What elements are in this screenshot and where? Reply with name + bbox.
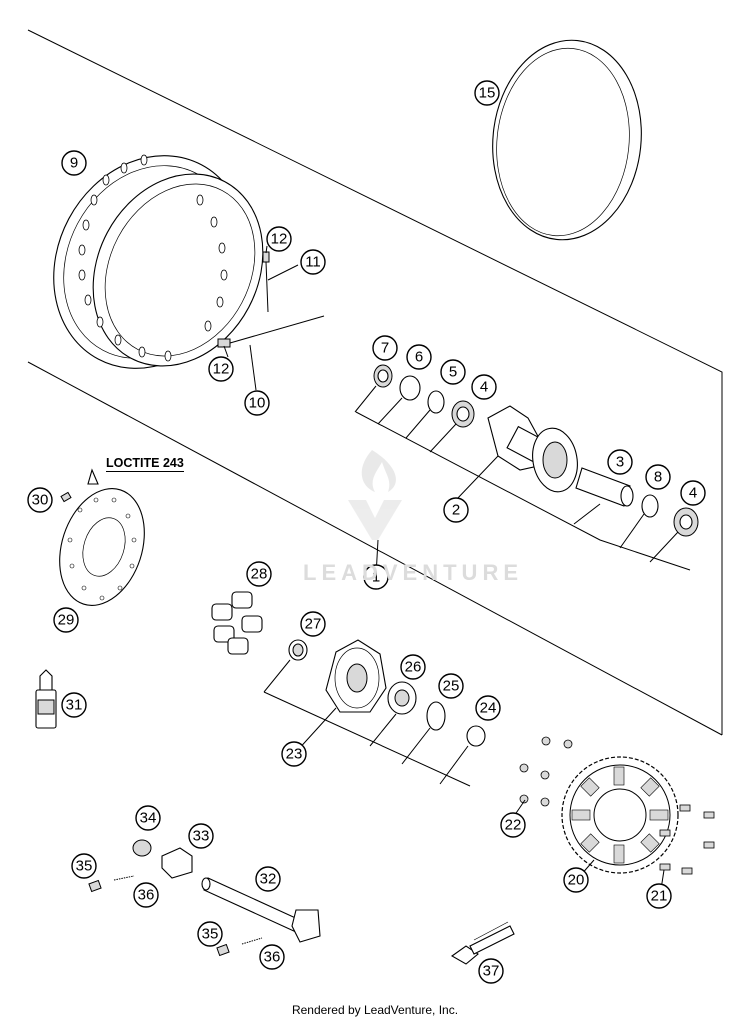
svg-text:35: 35: [76, 858, 93, 875]
svg-text:7: 7: [381, 340, 389, 357]
callout-30: 30: [27, 487, 53, 513]
callout-12-lower: 12: [208, 356, 234, 382]
callout-36-left: 36: [133, 882, 159, 908]
svg-text:36: 36: [138, 887, 155, 904]
loctite-label: LOCTITE 243: [106, 456, 184, 472]
watermark-logo: [348, 450, 402, 540]
chain-link: [450, 921, 515, 965]
brake-disc: [59, 468, 145, 606]
svg-text:4: 4: [689, 485, 697, 502]
callout-32: 32: [255, 866, 281, 892]
svg-text:11: 11: [305, 254, 321, 271]
callout-35-left: 35: [71, 853, 97, 879]
svg-text:3: 3: [616, 454, 624, 471]
callout-23: 23: [281, 741, 307, 767]
svg-text:10: 10: [249, 395, 266, 412]
callout-10: 10: [244, 390, 270, 416]
svg-text:9: 9: [70, 155, 78, 172]
callout-9: 9: [61, 150, 87, 176]
callout-24: 24: [475, 695, 501, 721]
callout-29: 29: [53, 607, 79, 633]
svg-text:28: 28: [251, 566, 268, 583]
callout-15: 15: [474, 80, 500, 106]
callout-22: 22: [500, 812, 526, 838]
callout-28: 28: [246, 561, 272, 587]
svg-text:12: 12: [213, 361, 230, 378]
callout-3: 3: [607, 449, 633, 475]
callout-36-bottom: 36: [259, 944, 285, 970]
loctite-bottle: [35, 669, 57, 729]
svg-text:26: 26: [405, 659, 422, 676]
callout-5: 5: [440, 359, 466, 385]
footer-credit: Rendered by LeadVenture, Inc.: [291, 1003, 459, 1017]
svg-text:4: 4: [480, 379, 488, 396]
axle-parts: [88, 839, 321, 957]
svg-text:22: 22: [505, 817, 522, 834]
sprocket-carrier-assembly: [263, 639, 486, 787]
svg-text:30: 30: [32, 492, 49, 509]
svg-text:15: 15: [479, 85, 496, 102]
svg-text:31: 31: [66, 697, 83, 714]
callout-12-upper: 12: [266, 226, 292, 252]
damper-rubbers: [211, 591, 263, 655]
svg-text:36: 36: [264, 949, 281, 966]
valve-parts: [217, 251, 325, 348]
svg-text:34: 34: [140, 810, 157, 827]
rear-sprocket: [519, 736, 715, 875]
callout-6: 6: [406, 344, 432, 370]
watermark-text: LEADVENTURE: [303, 560, 524, 585]
callout-37: 37: [478, 958, 504, 984]
callout-21: 21: [646, 883, 672, 909]
callout-1: 1: [363, 564, 389, 590]
callout-26: 26: [400, 654, 426, 680]
callout-2: 2: [443, 497, 469, 523]
callout-27: 27: [300, 611, 326, 637]
callout-20: 20: [563, 867, 589, 893]
callout-4-lower: 4: [680, 480, 706, 506]
svg-text:23: 23: [286, 746, 303, 763]
assembly-outline: [27, 29, 723, 736]
svg-text:12: 12: [271, 231, 288, 248]
svg-text:24: 24: [480, 700, 497, 717]
tire: [492, 39, 642, 241]
rim: [53, 154, 264, 369]
svg-text:37: 37: [483, 963, 500, 980]
hub-assembly: [354, 364, 699, 571]
callout-4-upper: 4: [471, 374, 497, 400]
svg-text:32: 32: [260, 871, 277, 888]
callout-11: 11: [300, 249, 326, 275]
callout-8: 8: [645, 464, 671, 490]
svg-text:35: 35: [202, 926, 219, 943]
svg-text:5: 5: [449, 364, 457, 381]
svg-text:6: 6: [415, 349, 423, 366]
callout-25: 25: [438, 673, 464, 699]
callout-35-bottom: 35: [197, 921, 223, 947]
svg-text:25: 25: [443, 678, 460, 695]
callout-33: 33: [188, 823, 214, 849]
svg-text:2: 2: [452, 502, 460, 519]
callout-31: 31: [61, 692, 87, 718]
svg-text:27: 27: [305, 616, 322, 633]
svg-text:1: 1: [372, 569, 380, 586]
callout-34: 34: [135, 805, 161, 831]
svg-text:8: 8: [654, 469, 662, 486]
svg-text:20: 20: [568, 872, 585, 889]
svg-text:33: 33: [193, 828, 210, 845]
callout-7: 7: [372, 335, 398, 361]
svg-text:29: 29: [58, 612, 75, 629]
svg-text:21: 21: [651, 888, 668, 905]
